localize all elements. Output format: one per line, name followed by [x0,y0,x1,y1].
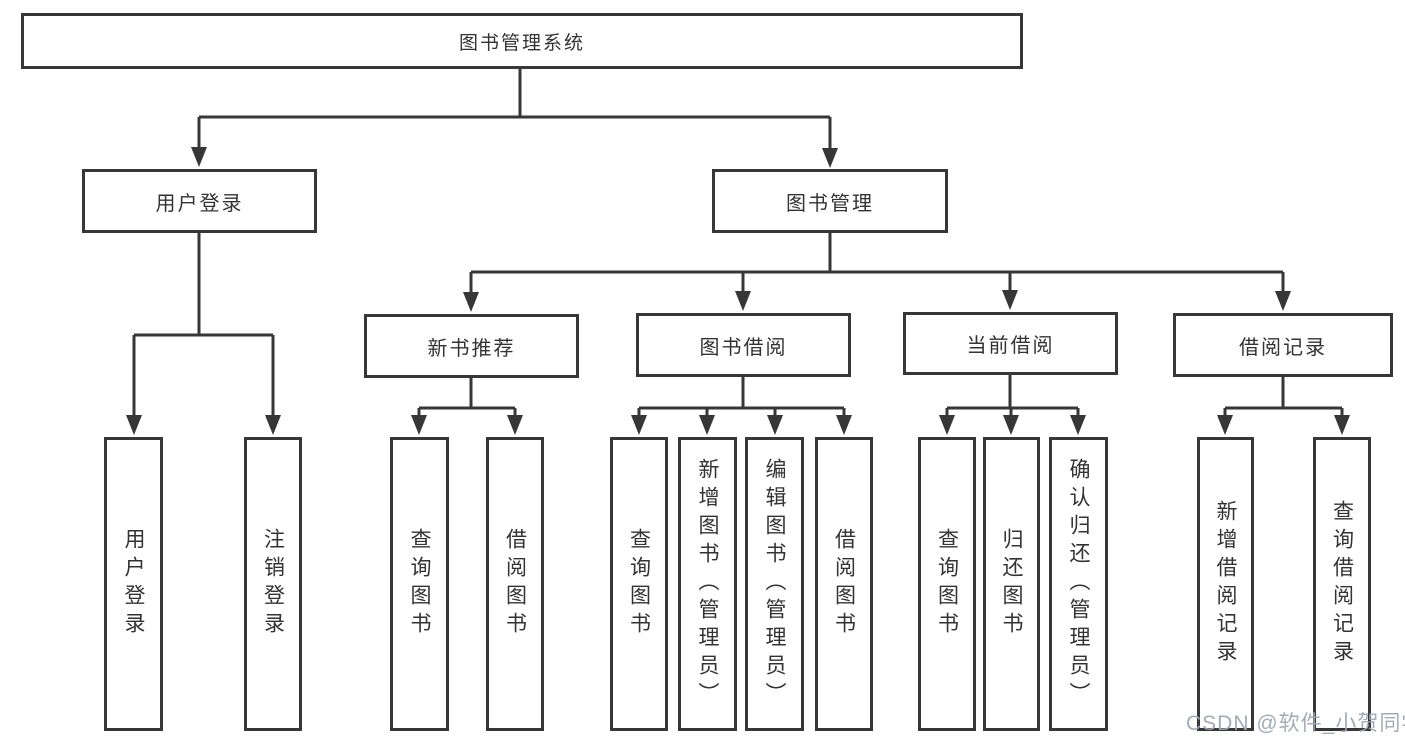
leaf-add-book-admin: 新增图书（管理员） [678,437,737,731]
node-current-borrow: 当前借阅 [903,312,1118,375]
leaf-confirm-return-admin: 确认归还（管理员） [1049,437,1108,731]
node-root-system: 图书管理系统 [21,13,1023,69]
leaf-query-books-current: 查询图书 [918,437,976,731]
leaf-borrow-books: 借阅图书 [815,437,873,731]
node-new-book-recommend: 新书推荐 [364,314,579,378]
leaf-query-books-recommend: 查询图书 [390,437,449,731]
leaf-add-borrow-record: 新增借阅记录 [1197,437,1254,731]
node-borrow-records: 借阅记录 [1173,313,1393,377]
leaf-user-login: 用户登录 [104,437,163,731]
leaf-logout: 注销登录 [244,437,302,731]
leaf-query-books-borrow: 查询图书 [610,437,668,731]
leaf-borrow-books-recommend: 借阅图书 [486,437,544,731]
node-book-borrow: 图书借阅 [636,313,851,377]
node-book-management-module: 图书管理 [712,169,948,233]
arrowheads [126,147,1350,435]
leaf-edit-book-admin: 编辑图书（管理员） [745,437,804,731]
leaf-return-book: 归还图书 [983,437,1040,731]
csdn-watermark: CSDN @软件_小贺同学 [1186,712,1405,735]
node-user-login-module: 用户登录 [82,169,317,233]
leaf-query-borrow-record: 查询借阅记录 [1313,437,1371,731]
